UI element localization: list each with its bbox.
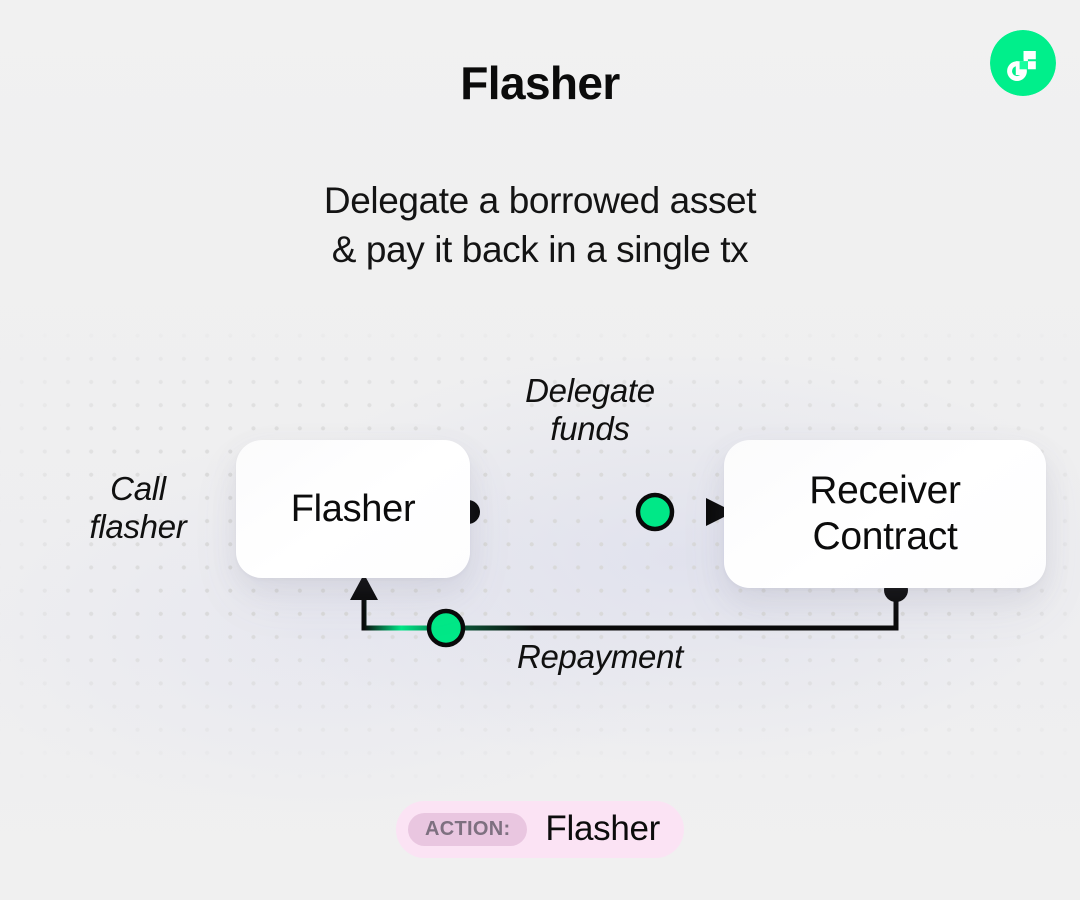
node-receiver-label-line-2: Contract xyxy=(812,515,958,558)
delegate-token-dot xyxy=(635,492,675,532)
delegate-funds-edge xyxy=(456,492,734,532)
label-call-flasher: Call flasher xyxy=(48,470,228,545)
subtitle-line-1: Delegate a borrowed asset xyxy=(323,180,757,221)
subtitle-line-2: & pay it back in a single tx xyxy=(331,229,749,271)
label-delegate-funds-line-1: Delegate xyxy=(525,372,655,409)
page-subtitle: Delegate a borrowed asset & pay it back … xyxy=(0,176,1080,274)
node-flasher-label: Flasher xyxy=(290,487,416,530)
label-repayment: Repayment xyxy=(470,638,730,676)
page-title: Flasher xyxy=(460,57,620,109)
label-repayment-line-1: Repayment xyxy=(516,638,684,675)
action-badge: ACTION: Flasher xyxy=(395,801,685,858)
action-badge-value: Flasher xyxy=(545,808,661,848)
node-receiver-label: Receiver Contract xyxy=(809,468,961,560)
node-receiver-contract[interactable]: Receiver Contract xyxy=(724,440,1046,588)
node-flasher[interactable]: Flasher xyxy=(236,440,470,578)
label-delegate-funds: Delegate funds xyxy=(480,372,700,447)
action-badge-tag: ACTION: xyxy=(407,813,528,846)
label-call-flasher-line-1: Call xyxy=(110,470,166,507)
flow-logo-icon xyxy=(990,30,1056,96)
node-receiver-label-line-1: Receiver xyxy=(809,468,961,512)
label-delegate-funds-line-2: funds xyxy=(550,409,630,447)
label-call-flasher-line-2: flasher xyxy=(89,507,187,545)
repayment-token-dot xyxy=(426,608,466,648)
